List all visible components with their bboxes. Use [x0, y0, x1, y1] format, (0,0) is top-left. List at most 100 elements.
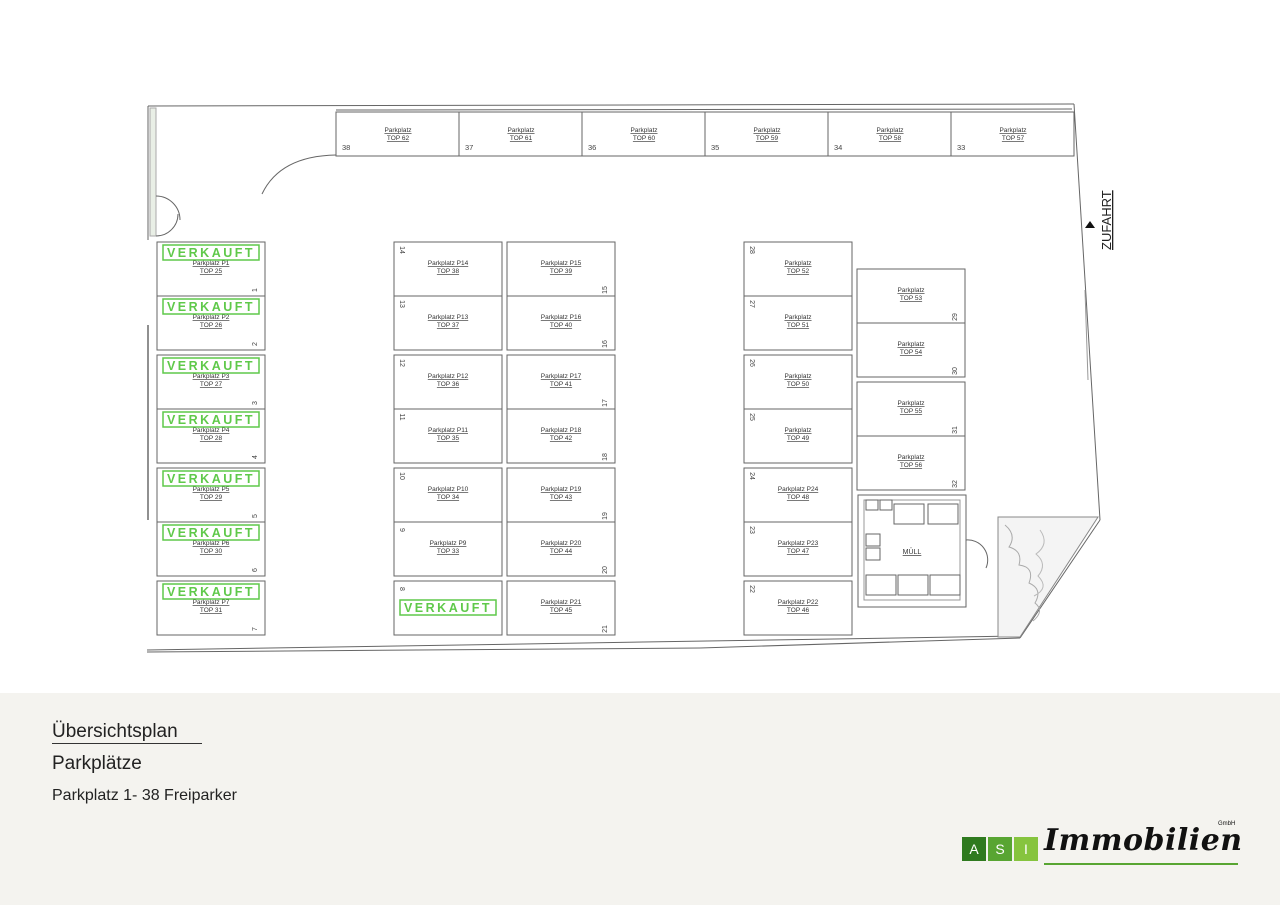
spot-number: 37 [465, 143, 473, 152]
spot-label: Parkplatz P11 [428, 427, 468, 434]
spot-outline [156, 241, 266, 297]
spot-label: Parkplatz P10 [428, 486, 469, 493]
spot-number: 28 [748, 246, 755, 254]
spot-label: Parkplatz P4 [193, 427, 230, 434]
sold-stamp [162, 470, 260, 487]
spot-top: TOP 37 [437, 322, 460, 329]
spot-label: Parkplatz P2 [193, 314, 230, 321]
spot-label: Parkplatz P6 [193, 540, 230, 547]
spot-top: TOP 43 [550, 494, 573, 501]
entrance-arrow-icon [1085, 221, 1095, 228]
spot-label: Parkplatz [630, 127, 657, 134]
spot-label: Parkplatz [784, 427, 811, 434]
spot-number: 25 [748, 413, 755, 421]
spot-number: 4 [252, 455, 259, 459]
spot-number: 23 [748, 526, 755, 534]
spot-label: Parkplatz [784, 260, 811, 267]
spot-label: Parkplatz [999, 127, 1026, 134]
spot-outline [393, 580, 503, 636]
spot-number: 2 [252, 342, 259, 346]
spot-label: Parkplatz P9 [430, 540, 467, 547]
sold-stamp-text: VERKAUFT [167, 472, 255, 486]
spot-number: 13 [398, 300, 405, 308]
spot-top: TOP 35 [437, 435, 460, 442]
site-outline [146, 103, 1101, 653]
spot-number: 12 [398, 359, 405, 367]
spot-outline [393, 295, 503, 351]
spot-top: TOP 38 [437, 268, 460, 275]
spot-outline [335, 111, 460, 157]
spot-top: TOP 44 [550, 548, 573, 555]
spot-label: Parkplatz [753, 127, 780, 134]
spot-label: Parkplatz P24 [778, 486, 819, 493]
spot-top: TOP 61 [510, 135, 533, 142]
spot-number: 16 [602, 340, 609, 348]
spot-outline [458, 111, 583, 157]
sold-stamp [162, 357, 260, 374]
spot-label: Parkplatz P23 [778, 540, 819, 547]
spot-top: TOP 39 [550, 268, 573, 275]
logo-letter-a: A [962, 837, 986, 861]
spot-number: 36 [588, 143, 596, 152]
sold-stamp [162, 298, 260, 315]
spot-number: 15 [602, 286, 609, 294]
spot-top: TOP 54 [900, 349, 923, 356]
spot-outline [156, 467, 266, 523]
spot-number: 7 [252, 627, 259, 631]
spot-label: Parkplatz P12 [428, 373, 469, 380]
spot-number: 1 [252, 288, 259, 292]
spot-outline [506, 408, 616, 464]
spot-label: Parkplatz P19 [541, 486, 582, 493]
sold-stamp-text: VERKAUFT [167, 300, 255, 314]
spot-top: TOP 49 [787, 435, 810, 442]
spot-label: Parkplatz [897, 400, 924, 407]
spot-outline [743, 467, 853, 523]
sold-stamp [162, 244, 260, 261]
spot-label: Parkplatz P3 [193, 373, 230, 380]
sold-stamp-text: VERKAUFT [167, 246, 255, 260]
spot-top: TOP 27 [200, 381, 223, 388]
spot-outline [506, 467, 616, 523]
spot-number: 20 [602, 566, 609, 574]
